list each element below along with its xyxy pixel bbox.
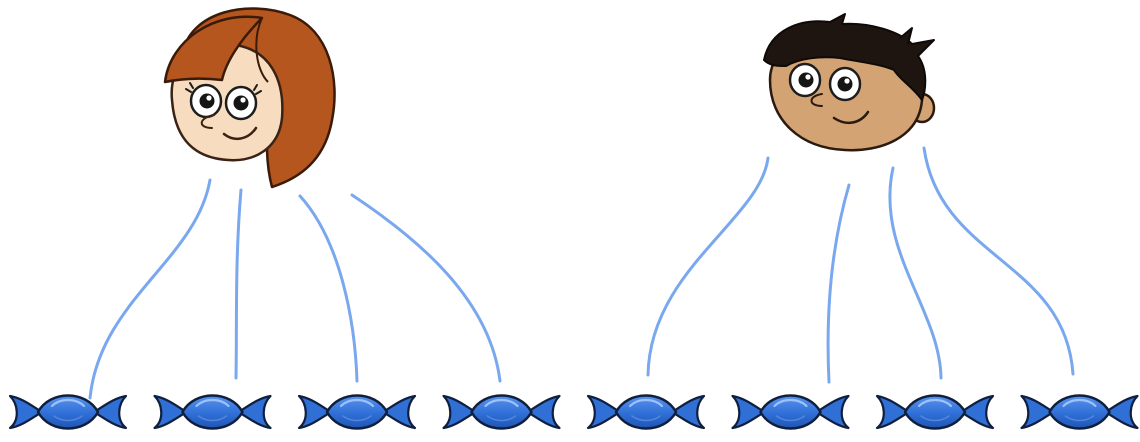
girl-face-icon [163, 7, 336, 189]
wrapped-candy-icon [297, 394, 417, 430]
connector-line [646, 156, 770, 377]
boy-face-icon [763, 13, 936, 152]
connector-line [88, 178, 212, 400]
wrapped-candy-icon [442, 394, 561, 430]
wrapped-candy-icon [586, 394, 706, 430]
girl-connectors [88, 178, 502, 400]
wrapped-candy-icon [8, 394, 128, 430]
connector-line [234, 188, 243, 380]
boy-connectors [646, 146, 1075, 384]
wrapped-candy-icon [1020, 394, 1139, 430]
wrapped-candy-icon [153, 394, 272, 430]
connector-line [350, 193, 502, 383]
connector-line [826, 183, 851, 384]
connector-line [298, 194, 359, 383]
wrapped-candy-icon [875, 394, 995, 430]
candy-row [8, 394, 1139, 430]
connector-line [888, 166, 943, 380]
wrapped-candy-icon [731, 394, 850, 430]
connector-line [922, 146, 1075, 376]
